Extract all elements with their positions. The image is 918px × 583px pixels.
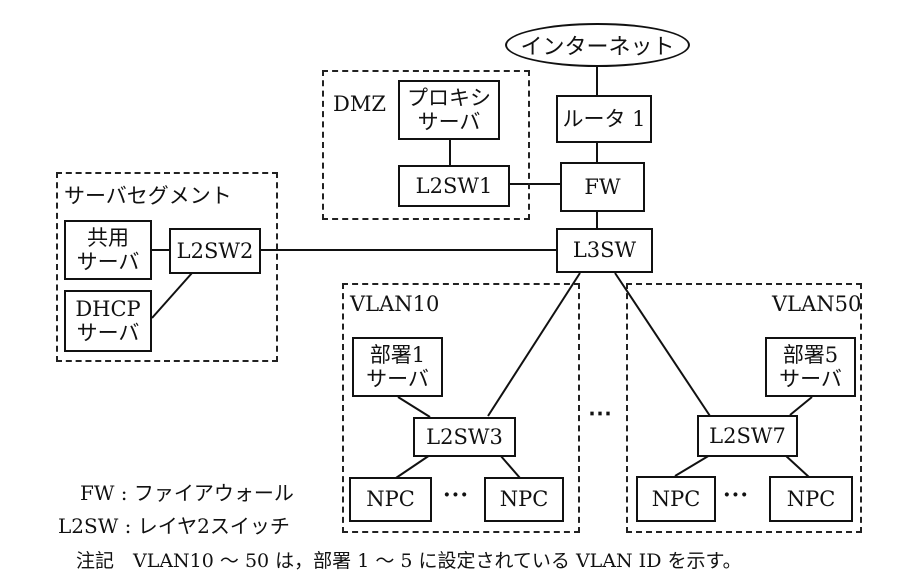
- vlan10-npc-ellipsis: ···: [443, 482, 469, 508]
- proxy-server-line2: サーバ: [417, 110, 481, 134]
- l3sw-box: L3SW: [556, 228, 653, 273]
- vlan50-zone: [626, 283, 862, 533]
- internet-cloud: インターネット: [505, 23, 690, 67]
- legend-fw: FW : ファイアウォール: [80, 481, 294, 505]
- vlan50-npc-left: NPC: [636, 476, 716, 522]
- between-vlans-ellipsis: ⋯: [588, 398, 613, 427]
- vlan50-npc-right: NPC: [769, 476, 853, 522]
- legend-l2sw: L2SW : レイヤ2スイッチ: [58, 514, 290, 538]
- dhcp-server-line1: DHCP: [75, 296, 141, 321]
- dept1-server-line1: 部署1: [369, 342, 426, 367]
- fw-box: FW: [560, 162, 645, 212]
- shared-server-line2: サーバ: [76, 250, 140, 274]
- l2sw7-box: L2SW7: [697, 415, 798, 457]
- link-l3sw-l2sw3: [487, 272, 581, 417]
- dmz-zone: [322, 70, 530, 220]
- link-l2sw7-npc-left: [674, 454, 711, 477]
- l2sw3-box: L2SW3: [413, 417, 516, 457]
- dept5-server-line2: サーバ: [779, 367, 842, 391]
- server-segment-zone: [56, 172, 278, 362]
- dept5-server-box: 部署5 サーバ: [765, 337, 856, 397]
- shared-server-box: 共用 サーバ: [64, 220, 152, 280]
- vlan10-zone: [342, 283, 580, 533]
- vlan10-npc-left: NPC: [349, 477, 432, 522]
- dhcp-server-box: DHCP サーバ: [64, 290, 152, 352]
- dmz-label: DMZ: [333, 92, 386, 116]
- dept1-server-line2: サーバ: [366, 367, 429, 391]
- vlan50-npc-ellipsis: ···: [723, 482, 749, 508]
- link-dept5-l2sw7: [789, 396, 813, 416]
- l2sw1-box: L2SW1: [398, 165, 510, 207]
- server-segment-label: サーバセグメント: [64, 184, 232, 208]
- shared-server-line1: 共用: [87, 225, 129, 250]
- dept1-server-box: 部署1 サーバ: [352, 337, 443, 397]
- l2sw2-box: L2SW2: [169, 228, 261, 274]
- dept5-server-line1: 部署5: [782, 342, 839, 367]
- link-l2sw3-npc-right: [499, 454, 521, 479]
- dhcp-server-line2: サーバ: [76, 321, 140, 345]
- router1-box: ルータ 1: [556, 95, 652, 143]
- vlan10-label: VLAN10: [350, 292, 440, 316]
- diagram-note: 注記 VLAN10 ～ 50 は，部署 1 ～ 5 に設定されている VLAN …: [76, 550, 742, 572]
- proxy-server-line1: プロキシ: [407, 85, 491, 110]
- vlan10-npc-right: NPC: [484, 477, 564, 522]
- link-l2sw7-npc-right: [784, 454, 811, 479]
- link-dept1-l2sw3: [397, 396, 431, 418]
- proxy-server-box: プロキシ サーバ: [398, 80, 500, 140]
- vlan50-label: VLAN50: [772, 292, 862, 316]
- link-l3sw-l2sw7: [614, 272, 711, 417]
